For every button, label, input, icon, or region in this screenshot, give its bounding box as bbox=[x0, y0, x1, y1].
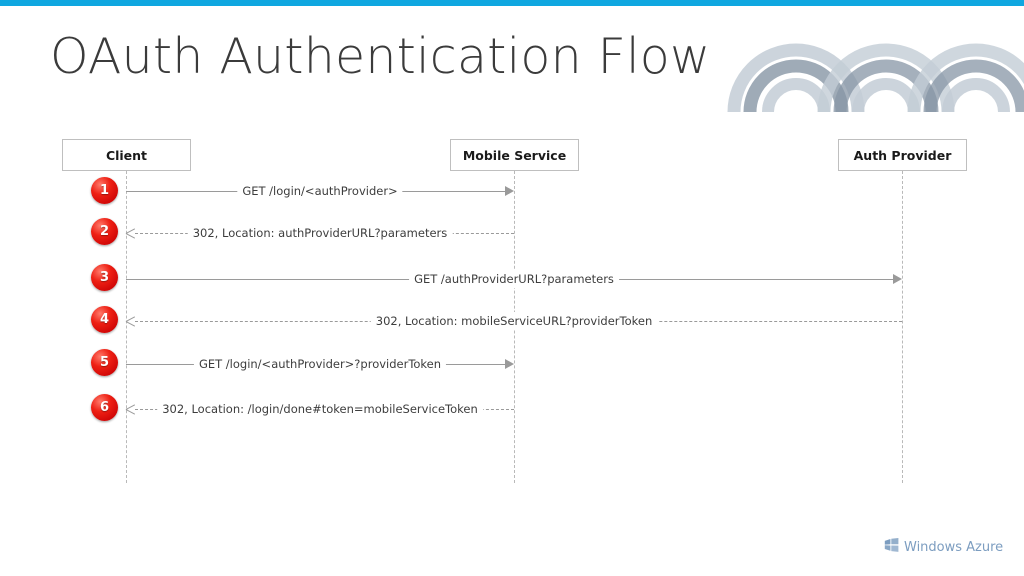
message-label-1: GET /login/<authProvider> bbox=[237, 182, 403, 200]
participant-box-mobile-service: Mobile Service bbox=[450, 139, 579, 171]
message-row-5: GET /login/<authProvider>?providerToken bbox=[126, 349, 514, 379]
concentric-arcs-decoration bbox=[724, 0, 1024, 112]
message-row-6: 302, Location: /login/done#token=mobileS… bbox=[126, 394, 514, 424]
arrowhead-right-1 bbox=[505, 186, 514, 196]
message-label-4: 302, Location: mobileServiceURL?provider… bbox=[370, 312, 658, 330]
message-label-6: 302, Location: /login/done#token=mobileS… bbox=[157, 400, 483, 418]
participant-label-auth-provider: Auth Provider bbox=[853, 147, 952, 163]
arrowhead-right-3 bbox=[893, 274, 902, 284]
message-row-3: GET /authProviderURL?parameters bbox=[126, 264, 902, 294]
message-row-2: 302, Location: authProviderURL?parameter… bbox=[126, 218, 514, 248]
arrowhead-left-4 bbox=[126, 315, 135, 327]
message-label-5: GET /login/<authProvider>?providerToken bbox=[193, 355, 447, 373]
page-title: OAuth Authentication Flow bbox=[50, 28, 711, 85]
step-badge-6: 6 bbox=[91, 394, 118, 421]
message-label-3: GET /authProviderURL?parameters bbox=[409, 270, 619, 288]
windows-azure-logo: Windows Azure bbox=[884, 538, 1003, 557]
step-badge-1: 1 bbox=[91, 177, 118, 204]
step-badge-4: 4 bbox=[91, 306, 118, 333]
windows-flag-icon bbox=[884, 538, 899, 557]
top-accent-bar bbox=[0, 0, 1024, 6]
arrowhead-left-6 bbox=[126, 403, 135, 415]
arrowhead-left-2 bbox=[126, 227, 135, 239]
message-label-2: 302, Location: authProviderURL?parameter… bbox=[187, 224, 453, 242]
step-badge-3: 3 bbox=[91, 264, 118, 291]
step-badge-2: 2 bbox=[91, 218, 118, 245]
lifeline-auth-provider bbox=[902, 171, 903, 483]
windows-azure-wordmark: Windows Azure bbox=[904, 540, 1004, 555]
message-row-4: 302, Location: mobileServiceURL?provider… bbox=[126, 306, 902, 336]
participant-label-client: Client bbox=[105, 147, 148, 163]
lifeline-client bbox=[126, 171, 127, 483]
participant-label-mobile-service: Mobile Service bbox=[462, 147, 567, 163]
step-badge-5: 5 bbox=[91, 349, 118, 376]
participant-box-auth-provider: Auth Provider bbox=[838, 139, 967, 171]
message-row-1: GET /login/<authProvider> bbox=[126, 176, 514, 206]
arrowhead-right-5 bbox=[505, 359, 514, 369]
participant-box-client: Client bbox=[62, 139, 191, 171]
